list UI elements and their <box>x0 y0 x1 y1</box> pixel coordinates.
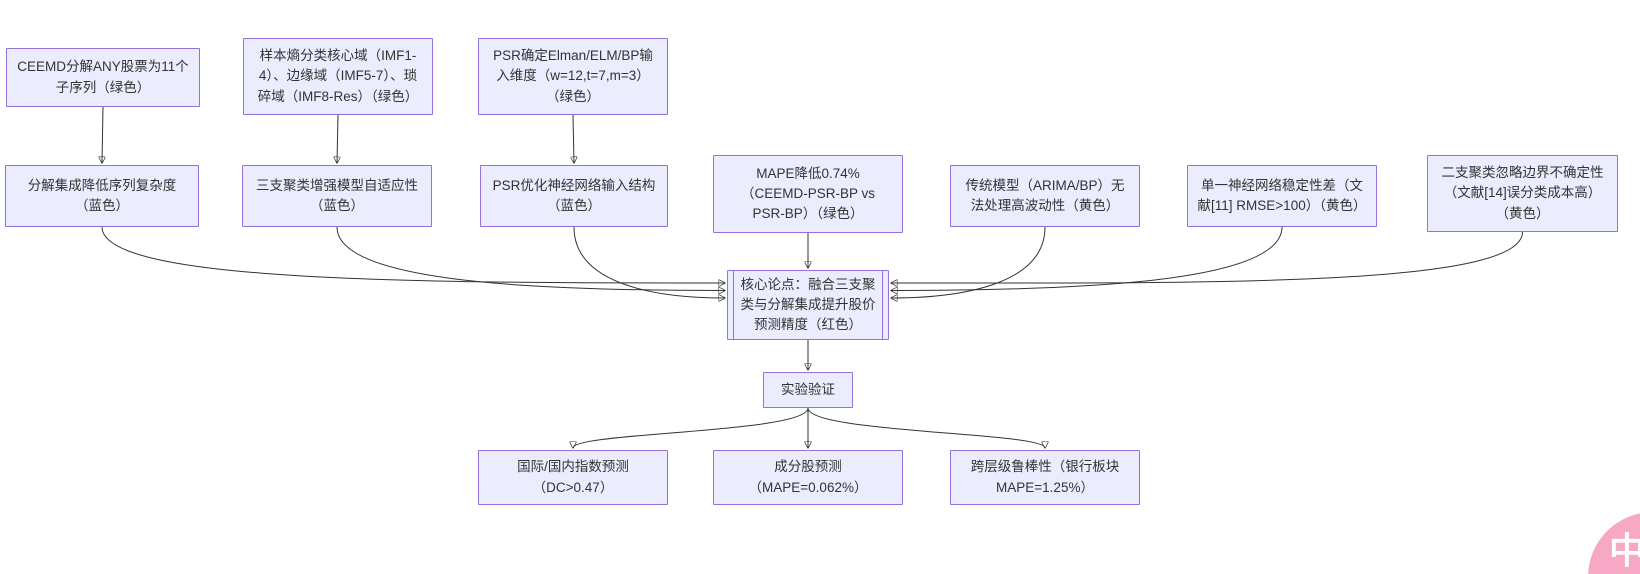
translate-badge-label: 中A <box>1609 530 1640 571</box>
edge-n2-n5 <box>337 114 338 163</box>
edge-n5-core <box>336 226 725 291</box>
edge-n4-core <box>101 226 725 283</box>
node-label: 样本熵分类核心域（IMF1-4）、边缘域（IMF5-7）、琐碎域（IMF8-Re… <box>257 48 419 104</box>
edge-n8-core <box>891 226 1046 298</box>
node-label: 跨层级鲁棒性（银行板块 MAPE=1.25%） <box>970 459 1120 495</box>
node-core: 核心论点：融合三支聚类与分解集成提升股价预测精度（红色） <box>727 270 889 340</box>
edge-n9-core <box>891 226 1283 291</box>
node-label: 三支聚类增强模型自适应性（蓝色） <box>256 177 418 213</box>
edge-n6-core <box>573 226 725 298</box>
translate-badge[interactable]: 中A <box>1588 512 1640 574</box>
node-n1: CEEMD分解ANY股票为11个子序列（绿色） <box>6 48 200 107</box>
node-n2: 样本熵分类核心域（IMF1-4）、边缘域（IMF5-7）、琐碎域（IMF8-Re… <box>243 38 433 115</box>
node-label: 传统模型（ARIMA/BP）无法处理高波动性（黄色） <box>965 177 1125 213</box>
node-n12: 成分股预测（MAPE=0.062%） <box>713 450 903 505</box>
node-label: PSR确定Elman/ELM/BP输入维度（w=12,t=7,m=3）（绿色） <box>493 48 653 104</box>
edge-n1-n4 <box>102 106 103 163</box>
edge-n10-core <box>891 231 1523 283</box>
edge-exp-n13 <box>807 407 1045 448</box>
node-n10: 二支聚类忽略边界不确定性（文献[14]误分类成本高）（黄色） <box>1427 155 1618 232</box>
node-n5: 三支聚类增强模型自适应性（蓝色） <box>242 165 432 227</box>
node-label: 核心论点：融合三支聚类与分解集成提升股价预测精度（红色） <box>740 276 876 333</box>
node-n7: MAPE降低0.74%（CEEMD-PSR-BP vs PSR-BP）（绿色） <box>713 155 903 233</box>
edge-exp-n11 <box>573 407 809 448</box>
node-label: 二支聚类忽略边界不确定性（文献[14]误分类成本高）（黄色） <box>1441 165 1604 221</box>
node-label: PSR优化神经网络输入结构（蓝色） <box>492 177 656 213</box>
node-label: MAPE降低0.74%（CEEMD-PSR-BP vs PSR-BP）（绿色） <box>740 165 876 222</box>
node-n6: PSR优化神经网络输入结构（蓝色） <box>480 165 668 227</box>
node-label: CEEMD分解ANY股票为11个子序列（绿色） <box>17 59 189 95</box>
node-n4: 分解集成降低序列复杂度（蓝色） <box>5 165 199 227</box>
edge-n3-n6 <box>573 114 574 163</box>
node-label: 分解集成降低序列复杂度（蓝色） <box>27 177 177 213</box>
node-n13: 跨层级鲁棒性（银行板块 MAPE=1.25%） <box>950 450 1140 505</box>
node-n11: 国际/国内指数预测（DC>0.47） <box>478 450 668 505</box>
node-n3: PSR确定Elman/ELM/BP输入维度（w=12,t=7,m=3）（绿色） <box>478 38 668 115</box>
node-label: 国际/国内指数预测（DC>0.47） <box>517 459 629 495</box>
node-exp: 实验验证 <box>763 372 853 408</box>
node-label: 单一神经网络稳定性差（文献[11] RMSE>100）（黄色） <box>1197 177 1367 213</box>
node-label: 成分股预测（MAPE=0.062%） <box>748 459 868 495</box>
node-label: 实验验证 <box>781 381 835 397</box>
node-n8: 传统模型（ARIMA/BP）无法处理高波动性（黄色） <box>950 165 1140 227</box>
node-n9: 单一神经网络稳定性差（文献[11] RMSE>100）（黄色） <box>1187 165 1377 227</box>
